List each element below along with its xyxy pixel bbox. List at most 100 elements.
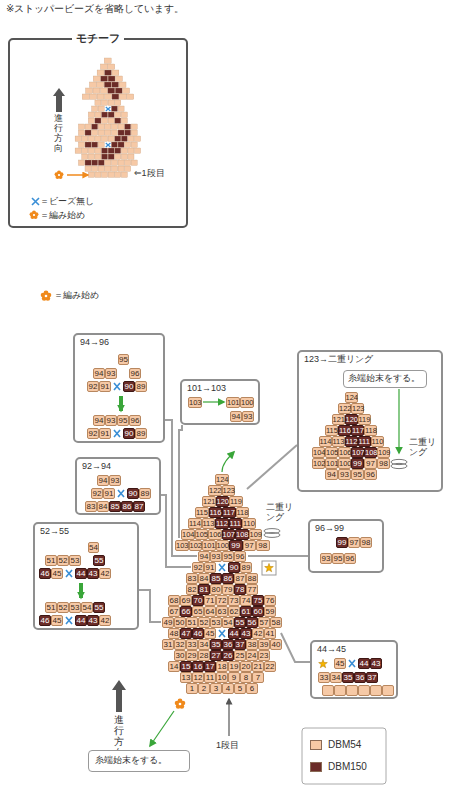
bead-number: 8 xyxy=(240,672,252,683)
motif-bead xyxy=(92,160,98,165)
bead-number: 83 xyxy=(85,501,97,512)
empty-bead xyxy=(370,685,382,696)
step-heading: 92→94 xyxy=(82,461,111,472)
motif-bead xyxy=(131,124,137,129)
bead-number: 30 xyxy=(174,650,186,661)
step-panel: 44→454544433334353637 xyxy=(310,640,398,699)
bead-number: 42 xyxy=(99,615,111,626)
bead-number: 101 xyxy=(325,458,338,469)
no-bead-mark xyxy=(116,488,126,499)
leader-line xyxy=(281,633,310,662)
bead-number: 54 xyxy=(81,602,93,613)
motif-bead xyxy=(118,130,124,135)
motif-bead xyxy=(108,112,114,117)
legend-text: DBM54 xyxy=(328,739,361,751)
bead-number: 52 xyxy=(198,617,210,628)
bead-number: 82 xyxy=(186,584,198,595)
motif-bead xyxy=(102,136,108,141)
no-bead-mark xyxy=(66,617,72,624)
bead-number: 26 xyxy=(222,650,234,661)
bead-number: 34 xyxy=(198,639,210,650)
bead-number: 95 xyxy=(332,553,344,564)
bead-number: 4 xyxy=(222,683,234,694)
motif-bead xyxy=(108,88,115,93)
bead-number: 28 xyxy=(198,650,210,661)
motif-bead xyxy=(88,118,94,123)
bead-number: 119 xyxy=(358,414,371,425)
motif-bead xyxy=(89,82,96,87)
bead-number: 10 xyxy=(216,672,228,683)
bead-number: 93 xyxy=(105,368,117,379)
bead-number: 6 xyxy=(246,683,258,694)
bead-number: 117 xyxy=(351,425,364,436)
bead-number: 71 xyxy=(204,595,216,606)
bead-number: 69 xyxy=(180,595,192,606)
motif-bead xyxy=(127,94,134,99)
motif-bead xyxy=(92,142,98,147)
bead-number: 104 xyxy=(312,447,325,458)
bead-number: 120 xyxy=(345,414,358,425)
motif-bead xyxy=(102,172,108,177)
bead-number: 98 xyxy=(377,458,390,469)
bead-number: 99 xyxy=(336,537,348,548)
motif-bead xyxy=(82,154,88,159)
motif-bead xyxy=(119,94,126,99)
bead-number: 21 xyxy=(252,661,264,672)
bead-number: 42 xyxy=(99,568,111,579)
motif-bead xyxy=(102,118,108,123)
double-ring xyxy=(264,529,280,538)
bead-number: 44 xyxy=(75,568,87,579)
no-bead-mark xyxy=(106,143,111,147)
bead-number: 91 xyxy=(99,428,111,439)
motif-bead xyxy=(88,154,94,159)
bead-number: 84 xyxy=(97,501,109,512)
no-bead-mark xyxy=(217,628,227,639)
bead-number: 32 xyxy=(174,639,186,650)
bead-number: 87 xyxy=(133,501,145,512)
bead-number: 90 xyxy=(127,488,139,499)
bead-number: 44 xyxy=(228,628,240,639)
bead-number: 95 xyxy=(118,354,129,365)
motif-bead xyxy=(125,166,131,171)
motif-bead xyxy=(92,130,98,135)
callout-text: 糸端始末をする。 xyxy=(95,755,167,766)
bead-number: 100 xyxy=(240,397,254,408)
empty-bead xyxy=(322,685,334,696)
no-bead-mark xyxy=(118,490,124,497)
motif-bead xyxy=(102,100,108,105)
bead-number: 87 xyxy=(234,573,246,584)
bead-number: 79 xyxy=(222,584,234,595)
bead-number: 36 xyxy=(354,672,366,683)
part-label: 二重リング xyxy=(409,438,437,458)
bead-number: 61 xyxy=(240,606,252,617)
motif-bead xyxy=(118,166,124,171)
bead-number: 99 xyxy=(229,540,243,551)
bead-number: 5 xyxy=(234,683,246,694)
bead-number: 13 xyxy=(180,672,192,683)
bead-number: 43 xyxy=(87,615,99,626)
motif-bead xyxy=(108,172,114,177)
motif-bead xyxy=(105,160,111,165)
row-arrow xyxy=(228,699,229,736)
bead-number: 53 xyxy=(69,555,81,566)
bead-number: 96 xyxy=(234,551,246,562)
bead-number: 112 xyxy=(215,518,229,529)
bead-number: 76 xyxy=(264,595,276,606)
start-mark xyxy=(41,291,52,301)
motif-bead xyxy=(85,166,91,171)
bead-number: 92 xyxy=(87,428,99,439)
bead-number: 23 xyxy=(258,650,270,661)
bead-number: 95 xyxy=(351,469,364,480)
bead-number: 107 xyxy=(351,447,364,458)
note-text: ※ストッパービーズを省略しています。 xyxy=(6,3,184,15)
label-text: ＝編み始め xyxy=(54,290,99,301)
motif-bead xyxy=(95,112,101,117)
bead-number: 109 xyxy=(249,529,263,540)
motif-bead xyxy=(86,88,93,93)
motif-bead xyxy=(128,154,134,159)
step-heading: 44→45 xyxy=(317,644,346,655)
motif-bead xyxy=(105,166,111,171)
motif-bead xyxy=(131,160,137,165)
bead-number: 18 xyxy=(216,661,228,672)
bead-number: 114 xyxy=(319,436,332,447)
